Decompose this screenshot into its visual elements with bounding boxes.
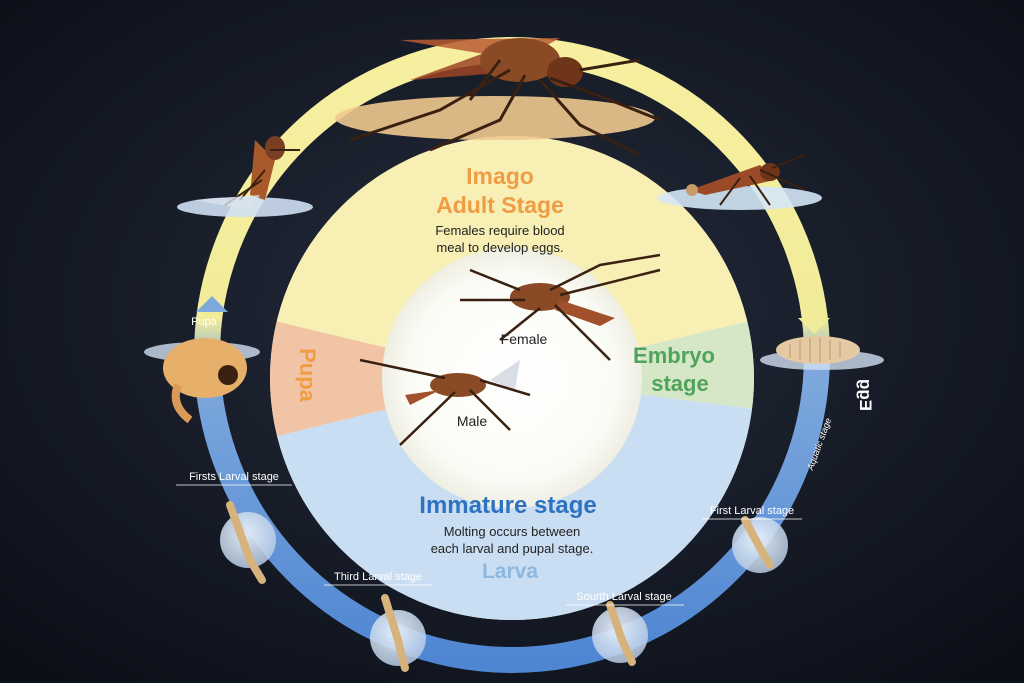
egg-ring-label: Egg [856, 379, 875, 411]
embryo-label-line-2: stage [651, 371, 708, 396]
immature-note-line-2: each larval and pupal stage. [431, 541, 594, 556]
immature-sector [270, 378, 754, 620]
third-larval-label: Third Larval stage [334, 571, 422, 583]
mosquito-emerging-icon [177, 136, 313, 217]
imago-title: Imago [466, 163, 534, 189]
larva-icon [370, 594, 426, 672]
ring-arrow-up-icon [196, 296, 228, 312]
pupa-icon [144, 338, 260, 424]
mosquito-female-icon [460, 253, 661, 361]
larva-icon [732, 516, 788, 573]
mosquito-egg-laying-icon [658, 154, 822, 210]
larva-icon [592, 601, 648, 666]
female-label: Female [501, 331, 548, 347]
immature-stage-title: Immature stage [419, 492, 596, 519]
sourth-larval-label: Sourth Larval stage [576, 591, 671, 603]
male-label: Male [457, 413, 488, 429]
immature-note-line-1: Molting occurs between [444, 524, 581, 539]
larva-icon [220, 501, 276, 584]
firsts-larval-label: Firsts Larval stage [189, 471, 279, 483]
pupa-ring-label: Pupa [191, 316, 218, 328]
pupa-sector-label: Pupa [295, 348, 320, 403]
embryo-label-line-1: Embryo [633, 343, 715, 368]
adult-note-line-2: meal to develop eggs. [436, 240, 563, 255]
mosquito-male-icon [359, 358, 531, 446]
mosquito-adult-icon [335, 38, 661, 157]
adult-note-line-1: Females require blood [435, 223, 564, 238]
egg-raft-icon [760, 336, 884, 370]
first-larval-label: First Larval stage [710, 505, 794, 517]
ring-arrow-down-icon [798, 318, 830, 334]
larva-title: Larva [482, 560, 538, 583]
adult-stage-title: Adult Stage [436, 192, 564, 218]
